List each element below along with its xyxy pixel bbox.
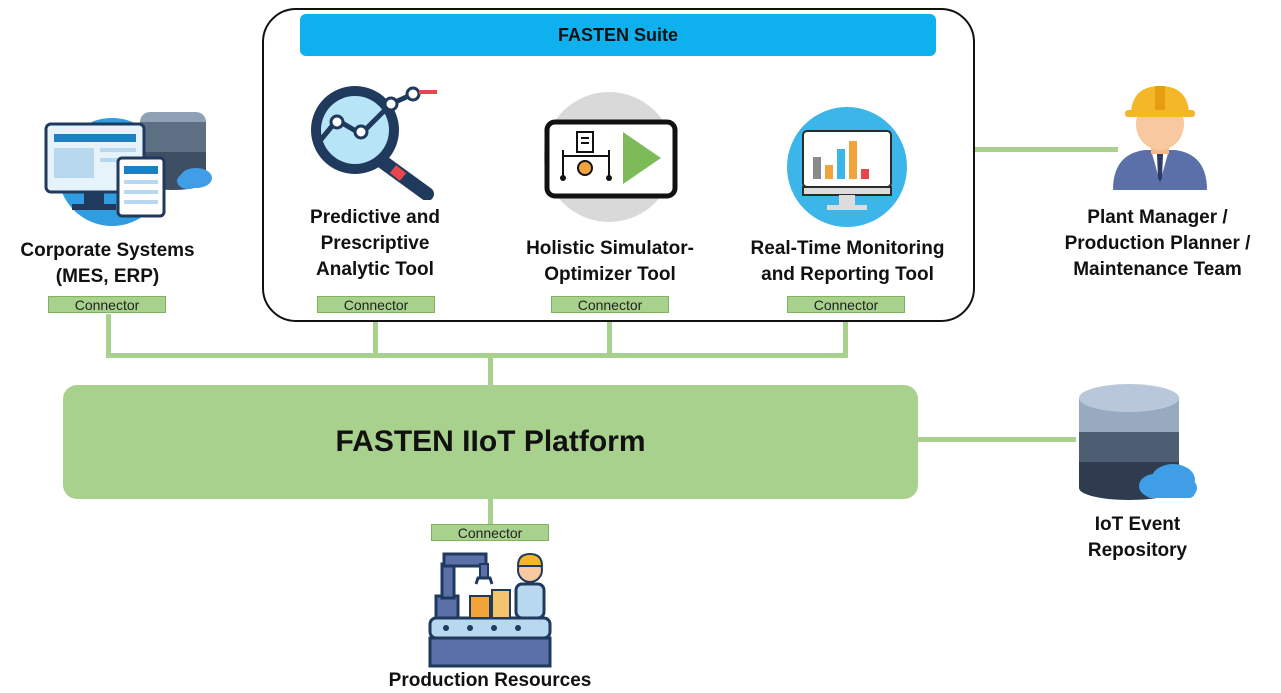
production-line (488, 497, 493, 525)
production-robot-icon (426, 550, 556, 668)
fasten-iiot-platform: FASTEN IIoT Platform (63, 385, 918, 499)
corporate-drop-line (106, 314, 111, 358)
manager-line (973, 147, 1118, 152)
repository-line (916, 437, 1076, 442)
production-connector[interactable]: Connector (431, 524, 549, 541)
monitoring-drop-line (843, 314, 848, 358)
simulator-drop-line (607, 314, 612, 358)
monitoring-connector[interactable]: Connector (787, 296, 905, 313)
database-cloud-icon (1073, 384, 1198, 502)
corporate-systems-label: Corporate Systems (MES, ERP) (20, 240, 195, 287)
simulator-optimizer-icon (527, 92, 692, 222)
simulator-tool-label: Holistic Simulator- Optimizer Tool (526, 238, 694, 285)
iot-event-repository-label: IoT Event Repository (1087, 514, 1188, 561)
bus-horizontal-line (106, 353, 848, 358)
corporate-systems-icon (40, 108, 218, 228)
predictive-tool-label: Predictive and Prescriptive Analytic Too… (310, 207, 440, 280)
worker-helmet-icon (1105, 82, 1215, 190)
predictive-drop-line (373, 314, 378, 358)
predictive-connector[interactable]: Connector (317, 296, 435, 313)
plant-manager-label: Plant Manager / Production Planner / Mai… (1064, 207, 1251, 280)
monitoring-tool-label: Real-Time Monitoring and Reporting Tool (750, 238, 945, 285)
corporate-connector[interactable]: Connector (48, 296, 166, 313)
monitoring-dashboard-icon (785, 105, 910, 230)
fasten-suite-title: FASTEN Suite (300, 14, 936, 56)
simulator-connector[interactable]: Connector (551, 296, 669, 313)
platform-up-line (488, 355, 493, 387)
production-resources-label: Production Resources (388, 670, 592, 691)
predictive-analytics-icon (305, 82, 440, 200)
